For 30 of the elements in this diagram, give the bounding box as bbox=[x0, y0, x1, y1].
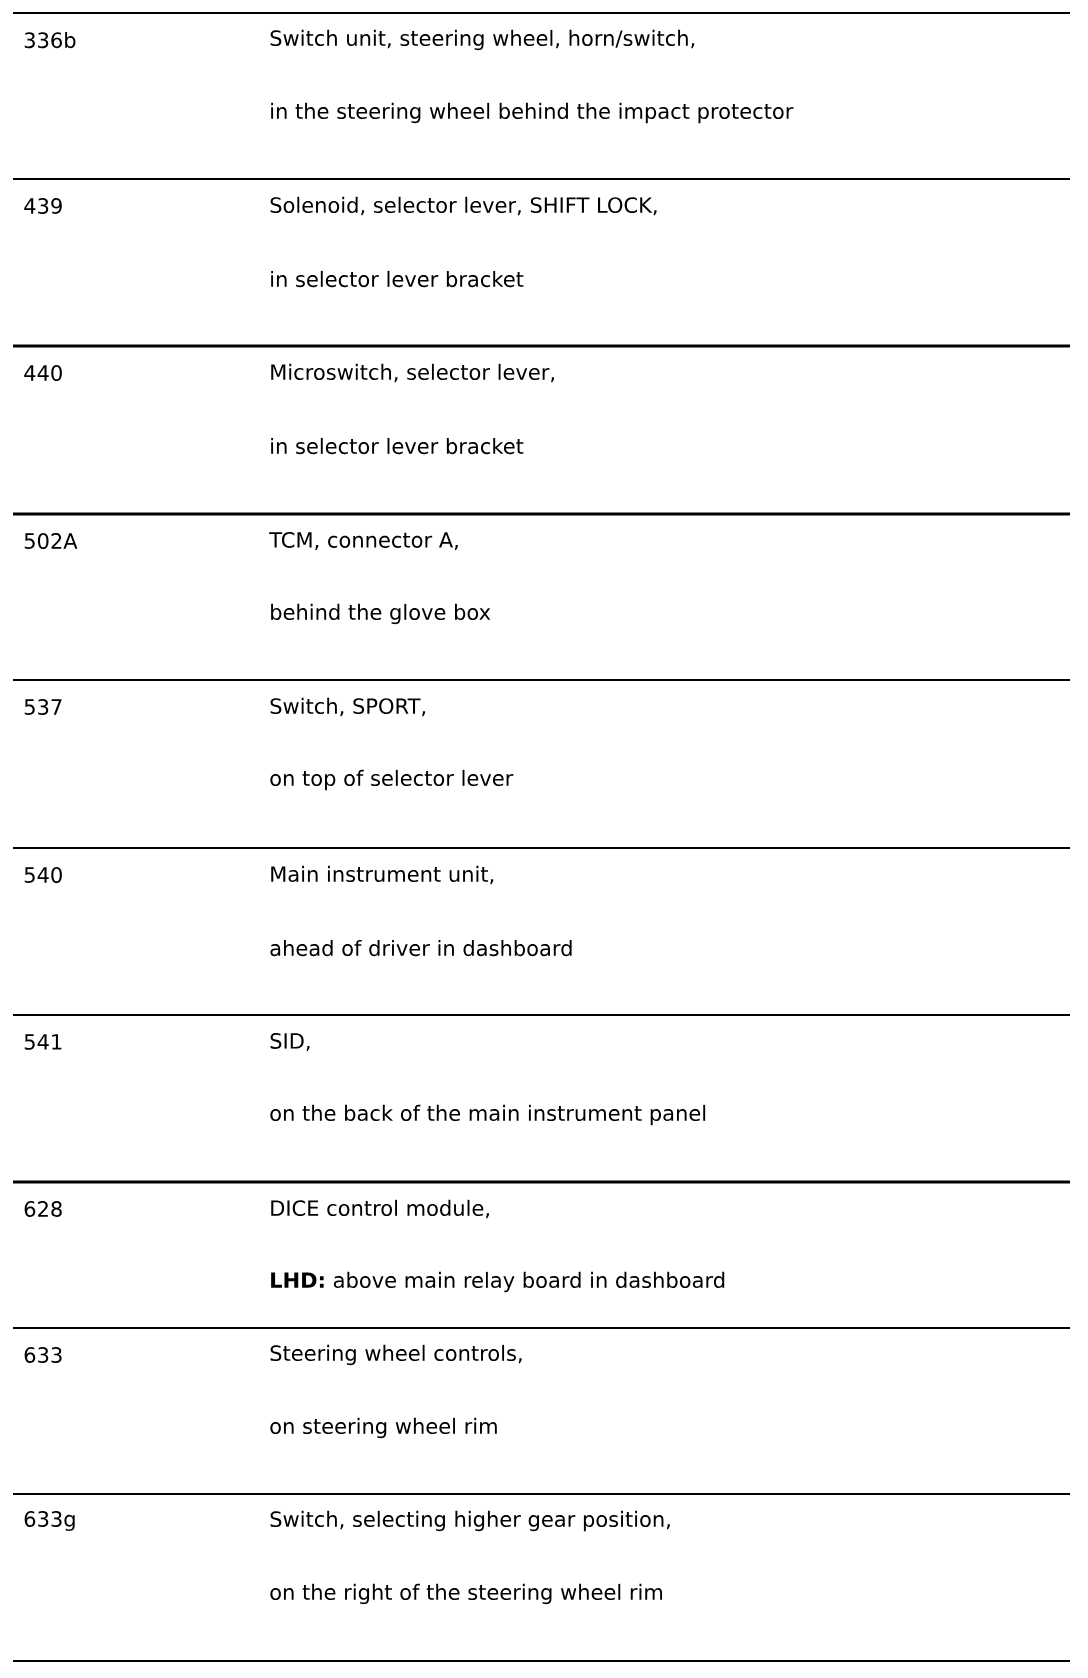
part-number: 540 bbox=[24, 867, 62, 883]
part-number: 541 bbox=[24, 1034, 62, 1050]
part-number: 439 bbox=[24, 198, 62, 214]
component-name: Solenoid, selector lever, SHIFT LOCK, bbox=[270, 196, 657, 216]
component-name: Switch unit, steering wheel, horn/switch, bbox=[270, 29, 695, 51]
component-name: DICE control module, bbox=[271, 1199, 489, 1219]
component-name: Switch, selecting higher gear position, bbox=[270, 1510, 670, 1532]
component-name: Main instrument unit, bbox=[271, 865, 494, 885]
location-text: LHD: above main relay board in dashboard bbox=[271, 1271, 725, 1293]
location-text: on the right of the steering wheel rim bbox=[270, 1583, 663, 1605]
location-text: on steering wheel rim bbox=[270, 1417, 497, 1439]
component-name: Switch, SPORT, bbox=[270, 697, 426, 717]
location-text: on the back of the main instrument panel bbox=[270, 1104, 706, 1126]
component-name: Microswitch, selector lever, bbox=[271, 363, 555, 383]
location-text: behind the glove box bbox=[271, 603, 491, 625]
part-number: 633 bbox=[24, 1347, 62, 1363]
location-text: ahead of driver in dashboard bbox=[270, 939, 572, 957]
location-text: in the steering wheel behind the impact protector bbox=[271, 102, 794, 124]
part-number: 440 bbox=[24, 365, 62, 381]
component-name: Steering wheel controls, bbox=[270, 1344, 522, 1366]
component-name: TCM, connector A, bbox=[269, 532, 458, 551]
part-number: 336b bbox=[24, 31, 76, 49]
part-number: 628 bbox=[24, 1201, 62, 1217]
part-number: 537 bbox=[24, 699, 62, 715]
location-text: in selector lever bracket bbox=[271, 270, 524, 288]
location-text: in selector lever bracket bbox=[271, 437, 524, 455]
part-number: 633g bbox=[24, 1511, 75, 1531]
location-text: on top of selector lever bbox=[270, 769, 514, 791]
part-number: 502A bbox=[24, 533, 78, 549]
component-name: SID, bbox=[270, 1033, 310, 1052]
